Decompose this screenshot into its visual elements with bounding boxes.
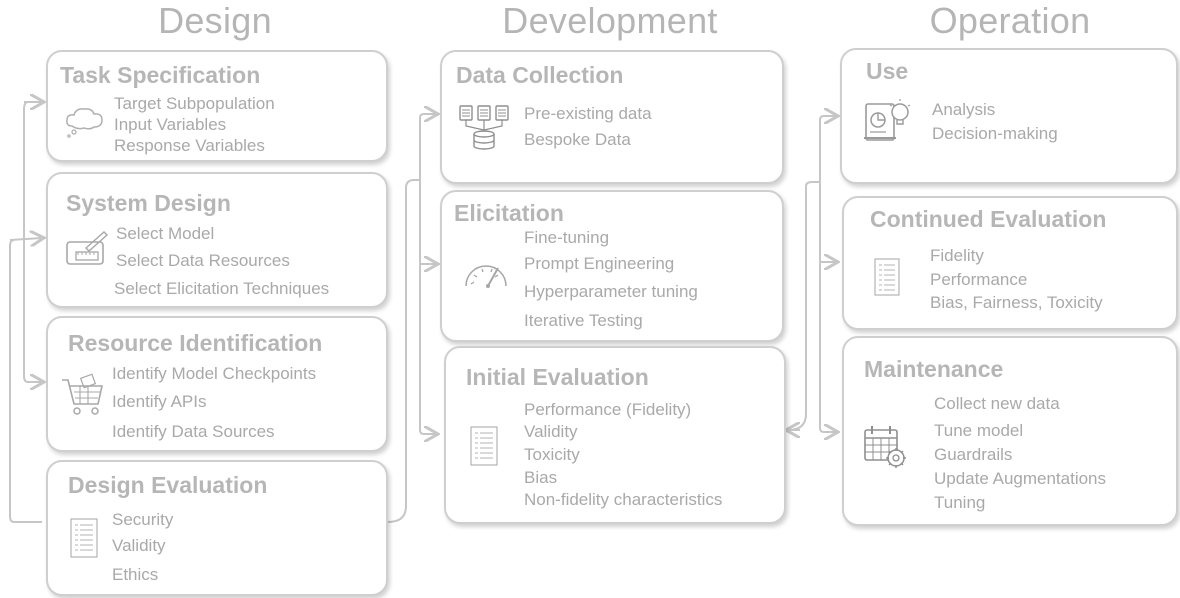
shopping-cart-icon	[60, 372, 104, 423]
list-item: Bias, Fairness, Toxicity	[930, 293, 1103, 312]
box-system-design: System Design Select Model Select Data R…	[46, 172, 388, 308]
list-item: Hyperparameter tuning	[524, 282, 698, 301]
list-item: Identify Model Checkpoints	[112, 364, 317, 383]
list-item: Tune model	[934, 421, 1024, 440]
box-title: Data Collection	[456, 62, 624, 88]
box-maintenance: Maintenance Collect new data Tune model …	[842, 336, 1178, 526]
list-item: Analysis	[932, 100, 996, 119]
list-item: Security	[112, 510, 174, 529]
box-title: Design Evaluation	[68, 472, 268, 498]
list-item: Performance (Fidelity)	[524, 400, 692, 419]
box-title: Initial Evaluation	[466, 364, 649, 390]
list-item: Iterative Testing	[524, 311, 643, 330]
gauge-icon	[462, 260, 510, 295]
box-design-evaluation: Design Evaluation Security Validity Ethi…	[46, 460, 388, 596]
checklist-icon	[874, 258, 900, 301]
box-title: Task Specification	[60, 62, 261, 88]
list-item: Collect new data	[934, 394, 1060, 413]
list-item: Pre-existing data	[524, 104, 652, 123]
list-item: Toxicity	[524, 445, 580, 464]
list-item: Fidelity	[930, 246, 984, 265]
list-item: Ethics	[112, 565, 159, 584]
list-item: Select Model	[116, 224, 215, 243]
box-title: System Design	[66, 190, 231, 216]
list-item: Response Variables	[114, 136, 265, 155]
database-servers-icon	[458, 104, 514, 159]
box-title: Resource Identification	[68, 330, 323, 356]
list-item: Guardrails	[934, 445, 1013, 464]
box-data-collection: Data Collection Pre-existing data Bespok…	[440, 50, 784, 184]
box-title: Elicitation	[454, 200, 564, 226]
list-item: Identify Data Sources	[112, 422, 275, 441]
box-elicitation: Elicitation Fine-tuning Prompt Engineeri…	[440, 190, 784, 342]
box-continued-evaluation: Continued Evaluation Fidelity Performanc…	[842, 196, 1178, 330]
list-item: Bias	[524, 468, 558, 487]
list-item: Target Subpopulation	[114, 94, 275, 113]
list-item: Non-fidelity characteristics	[524, 490, 723, 509]
list-item: Validity	[524, 422, 578, 441]
blueprint-design-icon	[64, 230, 110, 273]
box-resource-identification: Resource Identification Identify Model C…	[46, 316, 388, 452]
box-title: Maintenance	[864, 356, 1004, 382]
list-item: Select Data Resources	[116, 251, 290, 270]
list-item: Validity	[112, 536, 166, 555]
report-lightbulb-icon	[862, 98, 912, 153]
list-item: Update Augmentations	[934, 469, 1107, 488]
list-item: Bespoke Data	[524, 130, 631, 149]
column-title-development: Development	[502, 0, 718, 41]
list-item: Performance	[930, 270, 1028, 289]
box-title: Use	[866, 58, 909, 84]
thought-cloud-icon	[64, 104, 106, 143]
column-title-design: Design	[158, 0, 272, 41]
list-item: Input Variables	[114, 115, 227, 134]
checklist-icon	[470, 426, 498, 471]
list-item: Fine-tuning	[524, 228, 610, 247]
list-item: Tuning	[934, 493, 986, 512]
list-item: Prompt Engineering	[524, 254, 675, 273]
box-task-specification: Task Specification Target Subpopulation …	[46, 50, 388, 162]
calendar-gear-icon	[862, 424, 908, 475]
column-title-operation: Operation	[929, 0, 1091, 41]
box-title: Continued Evaluation	[870, 206, 1107, 232]
list-item: Select Elicitation Techniques	[114, 279, 330, 298]
list-item: Decision-making	[932, 124, 1058, 143]
checklist-icon	[70, 518, 98, 563]
box-use: Use Analysis Decision-making	[840, 48, 1178, 184]
box-initial-evaluation: Initial Evaluation Performance (Fidelity…	[444, 346, 786, 524]
list-item: Identify APIs	[112, 392, 207, 411]
